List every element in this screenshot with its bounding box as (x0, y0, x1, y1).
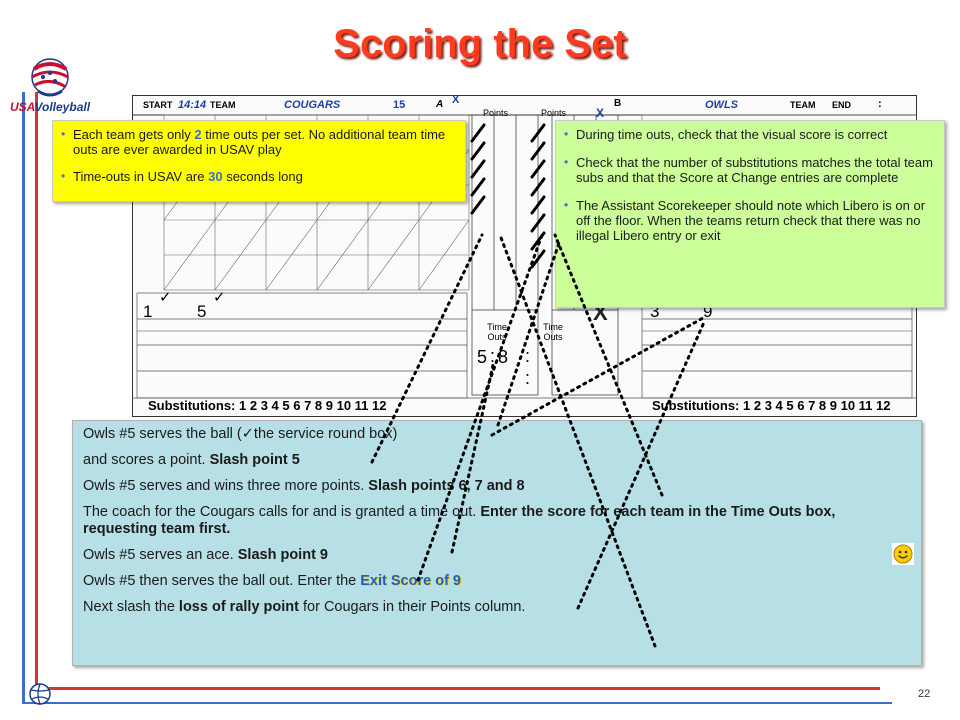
bullet-icon: • (61, 127, 66, 141)
team-label-right: TEAM (790, 100, 816, 110)
left-team-number: 15 (393, 99, 406, 111)
start-label: START (143, 100, 173, 110)
end-label: END (832, 100, 852, 110)
end-time: : (878, 98, 882, 110)
slide-title: Scoring the Set (333, 22, 627, 66)
bullet-icon: • (564, 198, 569, 212)
left-letter-a: A (436, 99, 444, 110)
instruction-line: and scores a point. Slash point 5 (83, 452, 300, 468)
left-team-name: COUGARS (284, 99, 341, 111)
timeout-rules-note: • Each team gets only 2 time outs per se… (52, 120, 466, 202)
owls-exit-9: 9 (703, 302, 713, 321)
timeout-score-sep: : (490, 346, 496, 366)
serve-marker-5: 5 (197, 302, 207, 321)
note-item: • Time-outs in USAV are 30 seconds long (61, 169, 303, 184)
usa-volleyball-logo-icon (31, 58, 69, 97)
points-label-left: Points (483, 108, 509, 118)
points-label-right: Points (541, 108, 567, 118)
timeout-checks-note: • During time outs, check that the visua… (555, 120, 945, 308)
timeout-empty-2: : (525, 368, 531, 388)
frame-line-blue (22, 92, 25, 704)
right-team-name: OWLS (705, 99, 738, 111)
time-outs-label-right: Time Outs (543, 322, 563, 342)
timeout-score-left: 5 (477, 347, 488, 367)
logo-wordmark: USAVolleyball (10, 100, 91, 114)
bullet-icon: • (564, 155, 569, 169)
instruction-line: The coach for the Cougars calls for and … (83, 504, 836, 537)
substitutions-right: Substitutions: 1 2 3 4 5 6 7 8 9 10 11 1… (652, 398, 891, 413)
timeout-score-right: 8 (498, 347, 509, 367)
start-time: 14:14 (178, 99, 207, 111)
smiley-icon (892, 543, 914, 565)
right-letter-x: X (596, 106, 605, 120)
instruction-line: Owls #5 serves the ball (✓the service ro… (83, 426, 398, 442)
substitutions-left: Substitutions: 1 2 3 4 5 6 7 8 9 10 11 1… (148, 398, 387, 413)
team-label-left: TEAM (210, 100, 236, 110)
instruction-line: Owls #5 serves an ace. Slash point 9 (83, 547, 328, 563)
timeout-empty-1: : (525, 346, 531, 366)
bullet-icon: • (61, 169, 66, 183)
left-letter-x: X (452, 94, 460, 106)
check-icon: ✓ (159, 289, 172, 306)
instruction-line: Owls #5 then serves the ball out. Enter … (83, 573, 461, 589)
time-outs-label-left: Time Outs (487, 322, 507, 342)
note-item: • The Assistant Scorekeeper should note … (564, 198, 926, 243)
instruction-line: Next slash the loss of rally point for C… (83, 599, 526, 615)
check-icon: ✓ (213, 289, 226, 306)
note-item: • During time outs, check that the visua… (564, 127, 888, 142)
page-number: 22 (918, 688, 931, 700)
instruction-line: Owls #5 serves and wins three more point… (83, 478, 525, 494)
check-icon: ✓ (241, 426, 254, 442)
note-item: • Check that the number of substitutions… (564, 155, 933, 185)
serve-marker-1: 1 (143, 302, 153, 321)
right-letter-b: B (614, 98, 622, 109)
frame-bottom-blue (22, 702, 892, 704)
instructions-box: Owls #5 serves the ball (✓the service ro… (72, 420, 922, 666)
volleyball-icon (29, 683, 51, 705)
frame-bottom-red (35, 687, 880, 690)
frame-line-red (35, 92, 38, 690)
bullet-icon: • (564, 127, 569, 141)
note-item: • Each team gets only 2 time outs per se… (61, 127, 446, 157)
